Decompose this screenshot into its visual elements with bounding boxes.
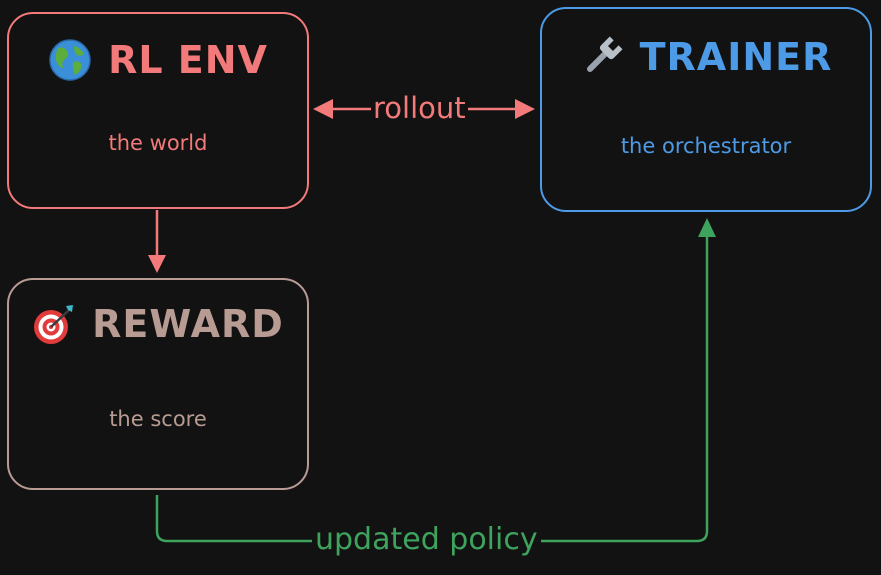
updated-policy-label: updated policy bbox=[312, 525, 541, 555]
rollout-arrowhead-left bbox=[313, 99, 333, 119]
wrench-icon bbox=[580, 35, 624, 79]
rollout-label: rollout bbox=[371, 91, 468, 125]
trainer-node[interactable]: TRAINER the orchestrator bbox=[540, 7, 872, 212]
reward-node[interactable]: REWARD the score bbox=[7, 278, 309, 490]
trainer-subtitle: the orchestrator bbox=[620, 134, 792, 158]
rollout-arrowhead-right bbox=[515, 99, 535, 119]
reward-subtitle: the score bbox=[109, 407, 207, 431]
rl-env-node[interactable]: RL ENV the world bbox=[7, 12, 309, 209]
rl-env-subtitle: the world bbox=[108, 131, 208, 155]
trainer-title: TRAINER bbox=[542, 35, 870, 79]
env-to-reward-arrowhead bbox=[148, 255, 166, 273]
updated-policy-arrowhead bbox=[698, 218, 716, 237]
globe-icon bbox=[48, 38, 92, 82]
trainer-title-text: TRAINER bbox=[639, 35, 833, 79]
target-icon bbox=[32, 302, 76, 346]
rl-env-title: RL ENV bbox=[9, 38, 307, 82]
rl-env-title-text: RL ENV bbox=[108, 38, 268, 82]
reward-title-text: REWARD bbox=[92, 302, 284, 346]
reward-title: REWARD bbox=[9, 302, 307, 346]
